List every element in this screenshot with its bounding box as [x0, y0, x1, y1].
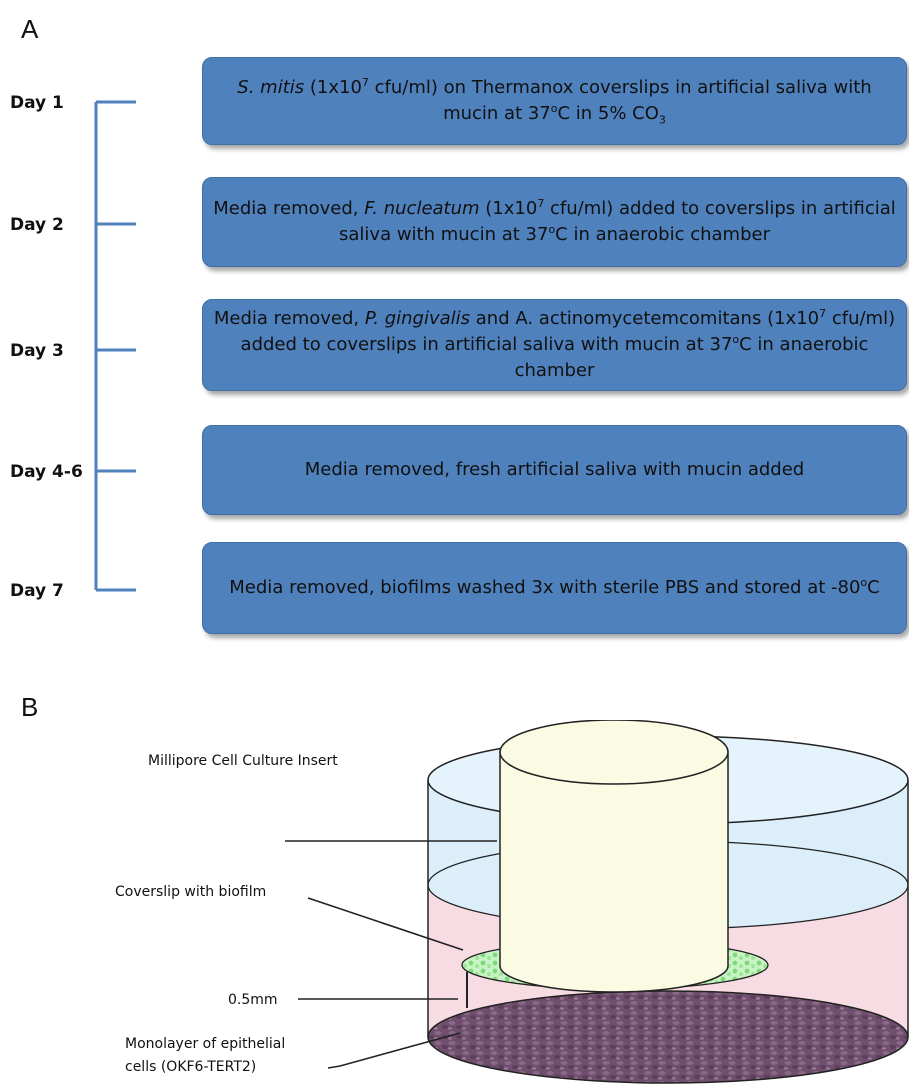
insert-top-rim: [499, 720, 729, 785]
coverslip-label: Coverslip with biofilm: [115, 884, 266, 900]
day-label-7: Day 7: [10, 581, 64, 601]
timeline-bracket: [94, 100, 136, 592]
step-box-day7: Media removed, biofilms washed 3x with s…: [202, 542, 907, 634]
day-label-1: Day 1: [10, 93, 64, 113]
day-label-3: Day 3: [10, 341, 64, 361]
step-text-day7: Media removed, biofilms washed 3x with s…: [229, 576, 880, 598]
monolayer-label-line2: cells (OKF6-TERT2): [125, 1059, 256, 1075]
insert-cylinder: [499, 751, 729, 993]
step-box-day3: Media removed, P. gingivalis and A. acti…: [202, 299, 907, 391]
step-box-day4-6: Media removed, fresh artificial saliva w…: [202, 425, 907, 515]
monolayer-pointer: [327, 1032, 461, 1069]
step-text-day3: Media removed, P. gingivalis and A. acti…: [213, 307, 896, 381]
step-text-day1: S. mitis (1x107 cfu/ml) on Thermanox cov…: [237, 76, 872, 127]
panel-a-letter: A: [21, 14, 39, 44]
monolayer-label-line1: Monolayer of epithelial: [125, 1036, 285, 1052]
gap-label: 0.5mm: [228, 992, 278, 1008]
day-label-4-6: Day 4-6: [10, 462, 83, 482]
panel-b-letter: B: [21, 692, 39, 722]
culture-insert-diagram: Millipore Cell Culture Insert Coverslip …: [115, 720, 909, 1084]
day-label-2: Day 2: [10, 215, 64, 235]
insert-label: Millipore Cell Culture Insert: [148, 753, 338, 769]
coverslip-pointer: [307, 897, 464, 951]
step-text-day2: Media removed, F. nucleatum (1x107 cfu/m…: [213, 197, 896, 245]
epithelial-monolayer: [427, 990, 909, 1084]
step-box-day1: S. mitis (1x107 cfu/ml) on Thermanox cov…: [202, 57, 907, 145]
step-text-day4-6: Media removed, fresh artificial saliva w…: [304, 459, 805, 480]
step-box-day2: Media removed, F. nucleatum (1x107 cfu/m…: [202, 177, 907, 267]
